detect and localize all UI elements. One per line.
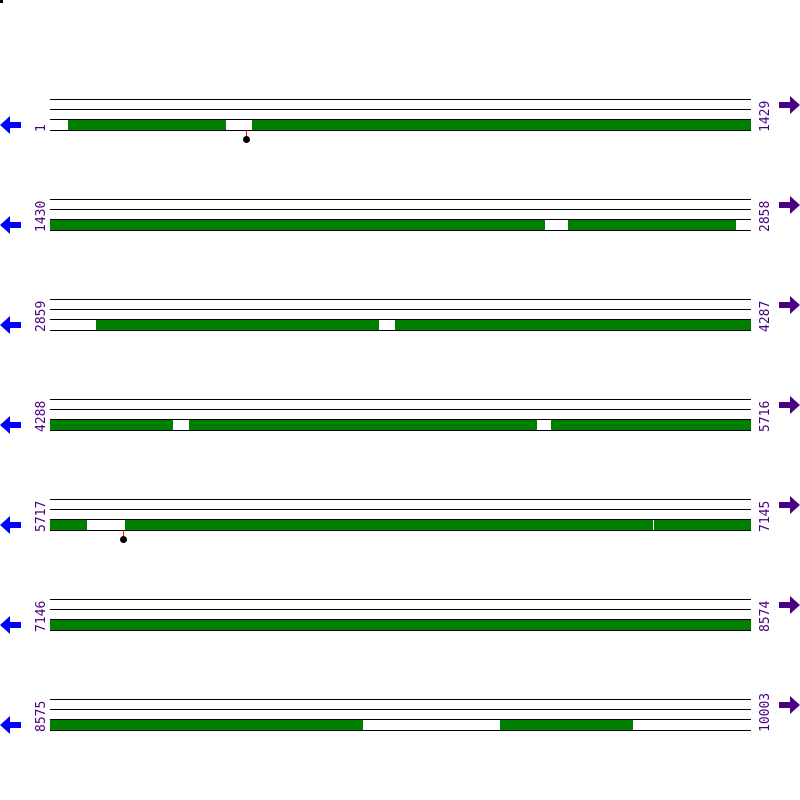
site-marker-icon[interactable] (243, 136, 250, 143)
site-marker-icon[interactable] (120, 536, 127, 543)
sequence-row: 2859 4287 (0, 296, 800, 346)
arrow-right-icon[interactable] (779, 96, 800, 114)
arrow-left-icon[interactable] (0, 716, 22, 734)
end-position-label: 10003 (758, 692, 773, 732)
feature-segment[interactable] (252, 120, 751, 130)
track-line (50, 299, 751, 300)
feature-track-bottom (50, 630, 751, 631)
arrow-left-icon[interactable] (0, 516, 22, 534)
track-line (50, 209, 751, 210)
feature-segment[interactable] (125, 520, 653, 530)
feature-segment[interactable] (68, 120, 226, 130)
track-line (50, 99, 751, 100)
end-position-label: 8574 (758, 600, 773, 632)
track-line (50, 399, 751, 400)
arrow-right-icon[interactable] (779, 396, 800, 414)
end-position-label: 1429 (758, 100, 773, 132)
start-position-label: 7146 (34, 600, 49, 632)
sequence-row: 5717 7145 (0, 496, 800, 546)
feature-segment[interactable] (50, 620, 751, 630)
start-position-label: 1430 (34, 200, 49, 232)
sequence-row: 1430 2858 (0, 196, 800, 246)
track-line (50, 499, 751, 500)
feature-track-top (50, 419, 751, 420)
track-line (50, 599, 751, 600)
feature-segment[interactable] (654, 520, 751, 530)
arrow-left-icon[interactable] (0, 316, 22, 334)
arrow-right-icon[interactable] (779, 196, 800, 214)
arrow-right-icon[interactable] (779, 296, 800, 314)
start-position-label: 4288 (34, 400, 49, 432)
end-position-label: 7145 (758, 500, 773, 532)
track-line (50, 709, 751, 710)
track-line (50, 409, 751, 410)
feature-segment[interactable] (50, 520, 87, 530)
feature-track-top (50, 119, 751, 120)
feature-track-bottom (50, 730, 751, 731)
feature-track-bottom (50, 330, 751, 331)
feature-segment[interactable] (50, 220, 545, 230)
site-marker-stem (123, 530, 124, 539)
feature-segment[interactable] (395, 320, 751, 330)
arrow-left-icon[interactable] (0, 116, 22, 134)
feature-track-top (50, 219, 751, 220)
feature-track-bottom (50, 430, 751, 431)
start-position-label: 2859 (34, 300, 49, 332)
sequence-row: 8575 10003 (0, 692, 800, 746)
arrow-left-icon[interactable] (0, 416, 22, 434)
feature-track-top (50, 319, 751, 320)
feature-segment[interactable] (96, 320, 379, 330)
sequence-row: 1 1429 (0, 96, 800, 146)
corner-marker (0, 0, 3, 3)
end-position-label: 4287 (758, 300, 773, 332)
feature-track-top (50, 519, 751, 520)
arrow-right-icon[interactable] (779, 696, 800, 714)
site-marker-stem (246, 130, 247, 139)
feature-track-bottom (50, 530, 751, 531)
track-line (50, 699, 751, 700)
arrow-left-icon[interactable] (0, 616, 22, 634)
start-position-label: 1 (34, 124, 49, 132)
feature-segment[interactable] (50, 420, 173, 430)
feature-track-bottom (50, 230, 751, 231)
feature-segment[interactable] (568, 220, 736, 230)
start-position-label: 5717 (34, 500, 49, 532)
end-position-label: 2858 (758, 200, 773, 232)
track-line (50, 609, 751, 610)
arrow-right-icon[interactable] (779, 596, 800, 614)
feature-track-top (50, 619, 751, 620)
start-position-label: 8575 (34, 700, 49, 732)
end-position-label: 5716 (758, 400, 773, 432)
sequence-row: 4288 5716 (0, 396, 800, 446)
track-line (50, 199, 751, 200)
feature-track-top (50, 719, 751, 720)
feature-segment[interactable] (50, 720, 363, 730)
track-line (50, 309, 751, 310)
feature-segment[interactable] (551, 420, 751, 430)
arrow-left-icon[interactable] (0, 216, 22, 234)
feature-segment[interactable] (500, 720, 633, 730)
arrow-right-icon[interactable] (779, 496, 800, 514)
track-line (50, 109, 751, 110)
feature-segment[interactable] (189, 420, 537, 430)
sequence-row: 7146 8574 (0, 596, 800, 646)
feature-track-bottom (50, 130, 751, 131)
track-line (50, 509, 751, 510)
